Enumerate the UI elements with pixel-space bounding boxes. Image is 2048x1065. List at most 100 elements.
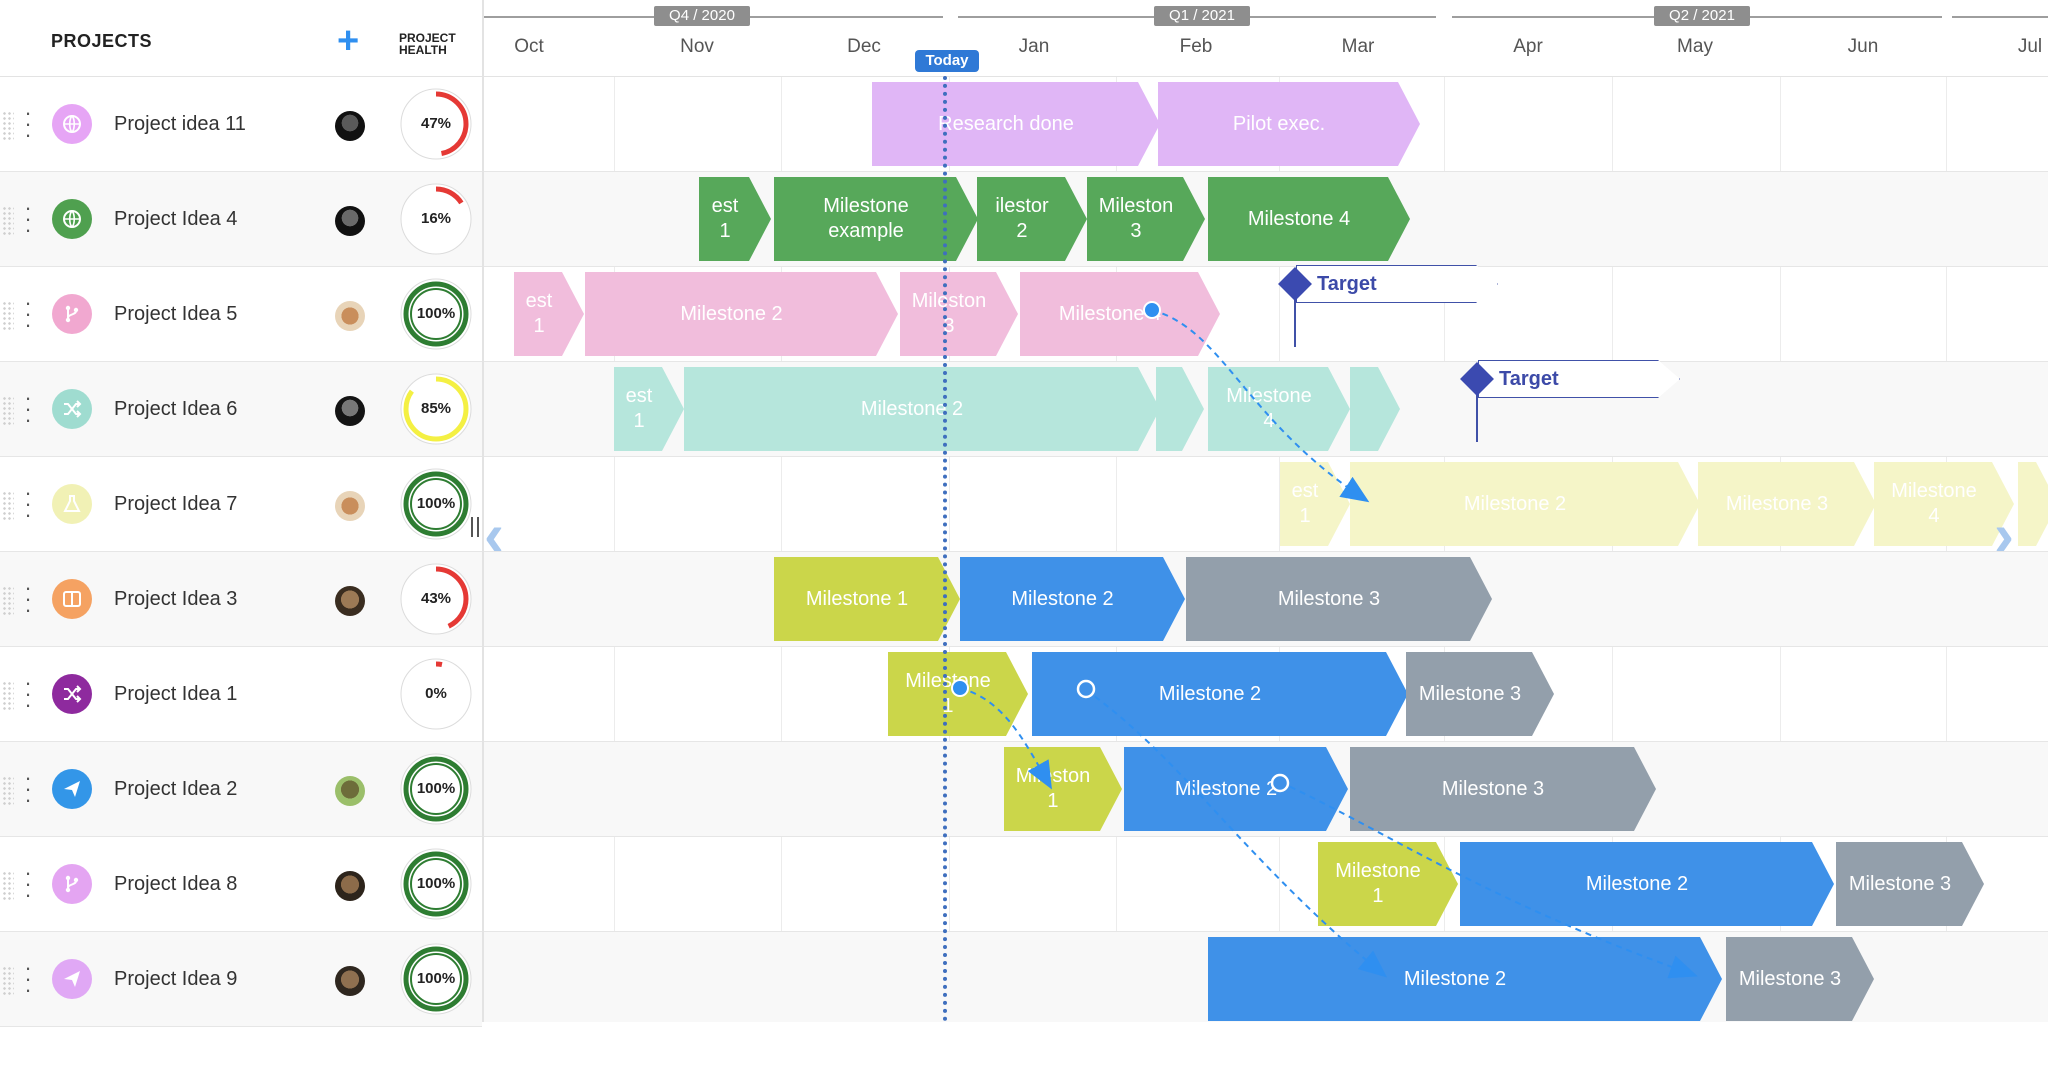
drag-handle[interactable] [2, 586, 14, 616]
milestone-label: Milestone 3 [1277, 587, 1381, 610]
milestone-bar[interactable]: Mileston 3 [900, 272, 1018, 356]
project-row[interactable]: ··· Project Idea 4 16% [0, 172, 482, 267]
drag-handle[interactable] [2, 206, 14, 236]
month-label: Jul [2017, 36, 2043, 57]
milestone-bar[interactable]: Milestone 4 [1208, 367, 1350, 451]
project-health-value: 43% [420, 590, 452, 607]
drag-handle[interactable] [2, 491, 14, 521]
milestone-bar[interactable] [2018, 462, 2048, 546]
row-menu-icon[interactable]: ··· [24, 575, 32, 622]
scroll-right-arrow[interactable]: › [1994, 501, 2014, 568]
dependency-arrow [1279, 781, 1698, 979]
row-menu-icon[interactable]: ··· [24, 385, 32, 432]
add-project-button[interactable]: + [337, 20, 360, 62]
milestone-bar[interactable]: Milestone 3 [1186, 557, 1492, 641]
drag-handle[interactable] [2, 681, 14, 711]
drag-handle[interactable] [2, 966, 14, 996]
milestone-bar[interactable]: Milestone 2 [585, 272, 898, 356]
milestone-bar[interactable]: Pilot exec. [1158, 82, 1420, 166]
row-menu-icon[interactable]: ··· [24, 765, 32, 812]
project-name[interactable]: Project Idea 9 [114, 968, 238, 990]
row-menu-icon[interactable]: ··· [24, 860, 32, 907]
milestone-label: est 1 [711, 195, 739, 242]
target-marker[interactable]: Target [1460, 360, 1660, 442]
panel-resize-handle[interactable] [471, 517, 479, 537]
milestone-bar[interactable]: Milestone 2 [960, 557, 1185, 641]
project-health-value: 47% [420, 115, 452, 132]
milestone-bar[interactable]: Milestone 3 [1698, 462, 1876, 546]
project-name[interactable]: Project Idea 3 [114, 588, 238, 610]
milestone-bar[interactable]: Milestone 1 [1318, 842, 1458, 926]
dependency-handle [1143, 301, 1161, 319]
project-health-gauge: 100% [400, 753, 472, 825]
project-row[interactable]: ··· Project Idea 2 100% [0, 742, 482, 837]
milestone-bar[interactable]: Milestone 4 [1020, 272, 1220, 356]
milestone-bar[interactable]: Milestone 2 [1208, 937, 1722, 1021]
milestone-bar[interactable]: Research done [872, 82, 1160, 166]
project-name[interactable]: Project idea 11 [114, 113, 246, 135]
drag-handle[interactable] [2, 111, 14, 141]
timeline-lane [484, 837, 2048, 932]
row-menu-icon[interactable]: ··· [24, 955, 32, 1002]
project-health-gauge: 100% [400, 278, 472, 350]
month-label: Apr [1513, 36, 1543, 57]
project-row[interactable]: ··· Project idea 11 47% [0, 77, 482, 172]
project-row[interactable]: ··· Project Idea 5 100% [0, 267, 482, 362]
drag-handle[interactable] [2, 776, 14, 806]
project-row[interactable]: ··· Project Idea 3 43% [0, 552, 482, 647]
month-label: May [1677, 36, 1713, 57]
milestone-bar[interactable]: Milestone 3 [1726, 937, 1874, 1021]
milestone-bar[interactable]: Milestone 4 [1208, 177, 1410, 261]
milestone-label: Milestone 2 [680, 302, 783, 325]
health-ring [400, 88, 472, 160]
milestone-bar[interactable]: Milestone 3 [1406, 652, 1554, 736]
milestone-bar[interactable]: Mileston 3 [1087, 177, 1205, 261]
quarter-label: Q4 / 2020 [654, 6, 750, 26]
milestone-bar[interactable]: Milestone 2 [1032, 652, 1408, 736]
milestone-bar[interactable]: Milestone 4 [1874, 462, 2014, 546]
milestone-label: Milestone 1 [805, 587, 909, 610]
milestone-label: Milestone 4 [1226, 385, 1312, 432]
month-gridline [949, 77, 950, 1022]
project-name[interactable]: Project Idea 5 [114, 303, 238, 325]
milestone-bar[interactable]: Milestone 1 [774, 557, 960, 641]
project-name[interactable]: Project Idea 1 [114, 683, 238, 705]
target-marker[interactable]: Target [1278, 265, 1478, 347]
milestone-label: Milestone 3 [1725, 492, 1829, 515]
projects-title: PROJECTS [51, 31, 153, 51]
milestone-bar[interactable]: Milestone 2 [1460, 842, 1834, 926]
project-name[interactable]: Project Idea 6 [114, 398, 238, 420]
project-name[interactable]: Project Idea 8 [114, 873, 238, 895]
milestone-bar[interactable]: Milestone 2 [1350, 462, 1700, 546]
project-name[interactable]: Project Idea 2 [114, 778, 238, 800]
row-menu-icon[interactable]: ··· [24, 100, 32, 147]
milestone-label: Milestone 2 [1174, 777, 1278, 800]
month-label: Jan [1018, 36, 1050, 57]
drag-handle[interactable] [2, 301, 14, 331]
project-health-gauge: 16% [400, 183, 472, 255]
row-menu-icon[interactable]: ··· [24, 670, 32, 717]
milestone-bar[interactable]: Milestone 3 [1836, 842, 1984, 926]
project-name[interactable]: Project Idea 7 [114, 493, 238, 515]
row-menu-icon[interactable]: ··· [24, 290, 32, 337]
project-type-icon [52, 674, 92, 714]
milestone-bar[interactable]: Milestone 1 [888, 652, 1028, 736]
row-menu-icon[interactable]: ··· [24, 480, 32, 527]
milestone-bar[interactable]: Milestone 2 [1124, 747, 1348, 831]
dependency-arrow [1085, 689, 1388, 978]
milestone-bar[interactable]: Milestone 2 [684, 367, 1160, 451]
drag-handle[interactable] [2, 871, 14, 901]
scroll-left-arrow[interactable]: ‹ [484, 501, 504, 568]
dependency-handle [1270, 773, 1290, 793]
drag-handle[interactable] [2, 396, 14, 426]
row-menu-icon[interactable]: ··· [24, 195, 32, 242]
milestone-bar[interactable]: Milestone 3 [1350, 747, 1656, 831]
milestone-bar[interactable]: ilestor 2 [977, 177, 1087, 261]
health-ring [400, 943, 472, 1015]
project-name[interactable]: Project Idea 4 [114, 208, 238, 230]
